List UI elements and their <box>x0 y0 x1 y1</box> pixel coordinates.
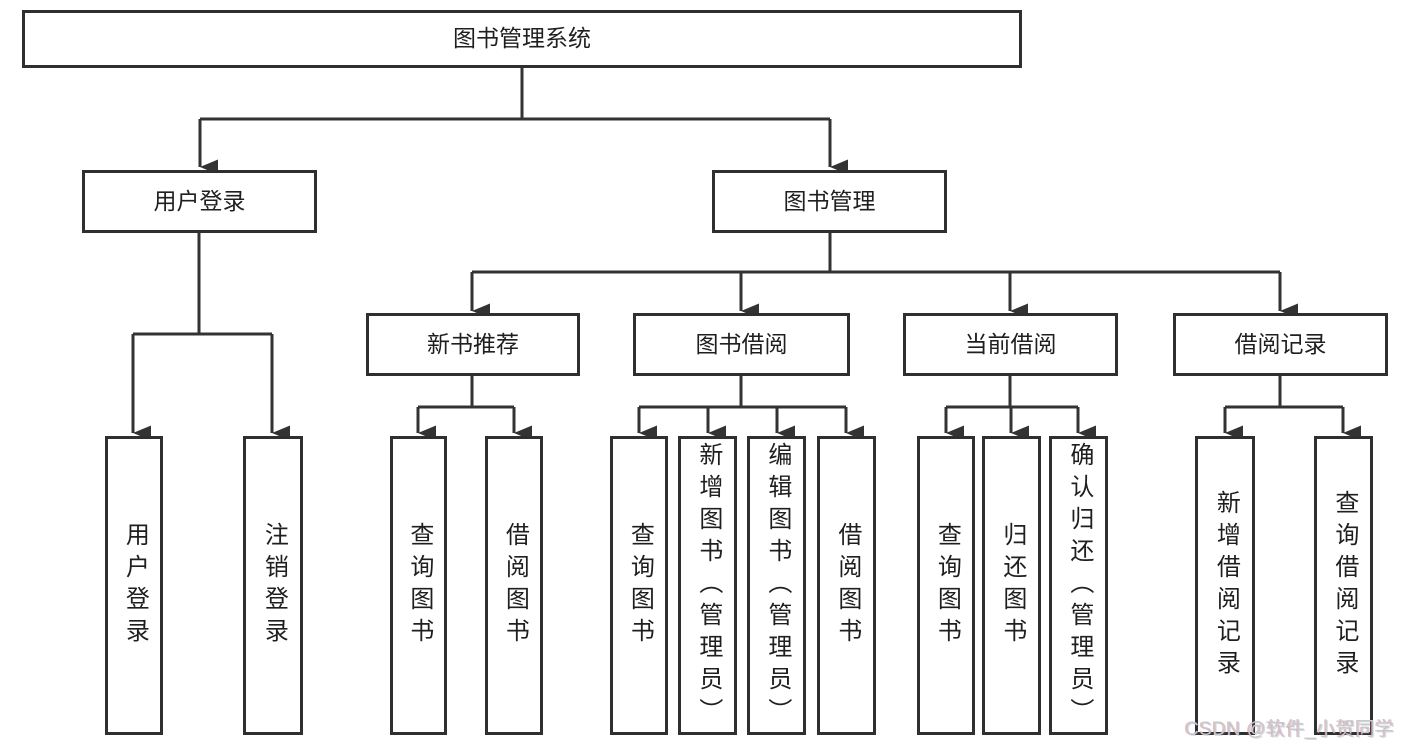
node-new-book-recommend: 新书推荐 <box>366 313 580 376</box>
leaf-recommend-borrow-books-label: 借阅图书 <box>501 521 529 650</box>
leaf-current-query-books-label: 查询图书 <box>933 521 961 650</box>
csdn-watermark: CSDN @软件_小贺同学 <box>1185 719 1395 740</box>
leaf-borrow-query-books: 查询图书 <box>610 436 668 735</box>
node-book-management-label: 图书管理 <box>783 187 876 214</box>
node-current-borrow: 当前借阅 <box>903 313 1118 376</box>
leaf-confirm-return-admin: 确认归还（管理员） <box>1049 436 1108 735</box>
node-root-system-label: 图书管理系统 <box>453 25 591 52</box>
leaf-borrow-books-label: 借阅图书 <box>833 521 861 650</box>
node-current-borrow-label: 当前借阅 <box>964 330 1057 357</box>
leaf-query-borrow-record: 查询借阅记录 <box>1314 436 1373 735</box>
leaf-add-books-admin: 新增图书（管理员） <box>678 436 737 735</box>
leaf-add-borrow-record-label: 新增借阅记录 <box>1212 489 1240 682</box>
leaf-add-borrow-record: 新增借阅记录 <box>1195 436 1255 735</box>
leaf-recommend-query-books: 查询图书 <box>390 436 447 735</box>
node-book-borrow: 图书借阅 <box>633 313 850 376</box>
leaf-edit-books-admin-label: 编辑图书（管理员） <box>763 441 791 730</box>
node-user-login-label: 用户登录 <box>153 187 246 214</box>
node-borrow-records: 借阅记录 <box>1173 313 1388 376</box>
leaf-recommend-borrow-books: 借阅图书 <box>485 436 543 735</box>
leaf-user-login-label: 用户登录 <box>121 521 149 650</box>
leaf-confirm-return-admin-label: 确认归还（管理员） <box>1065 441 1093 730</box>
leaf-current-query-books: 查询图书 <box>917 436 975 735</box>
node-book-management: 图书管理 <box>712 170 947 233</box>
node-root-system: 图书管理系统 <box>22 10 1022 68</box>
leaf-borrow-books: 借阅图书 <box>817 436 876 735</box>
leaf-add-books-admin-label: 新增图书（管理员） <box>694 441 722 730</box>
leaf-edit-books-admin: 编辑图书（管理员） <box>747 436 806 735</box>
node-book-borrow-label: 图书借阅 <box>695 330 788 357</box>
leaf-recommend-query-books-label: 查询图书 <box>405 521 433 650</box>
leaf-return-books: 归还图书 <box>982 436 1041 735</box>
node-user-login: 用户登录 <box>82 170 317 233</box>
node-new-book-recommend-label: 新书推荐 <box>427 330 519 357</box>
leaf-logout-login-label: 注销登录 <box>260 521 288 650</box>
leaf-return-books-label: 归还图书 <box>998 521 1026 650</box>
leaf-user-login: 用户登录 <box>105 436 163 735</box>
node-borrow-records-label: 借阅记录 <box>1234 330 1327 357</box>
leaf-query-borrow-record-label: 查询借阅记录 <box>1330 489 1358 682</box>
leaf-borrow-query-books-label: 查询图书 <box>626 521 654 650</box>
leaf-logout-login: 注销登录 <box>243 436 303 735</box>
